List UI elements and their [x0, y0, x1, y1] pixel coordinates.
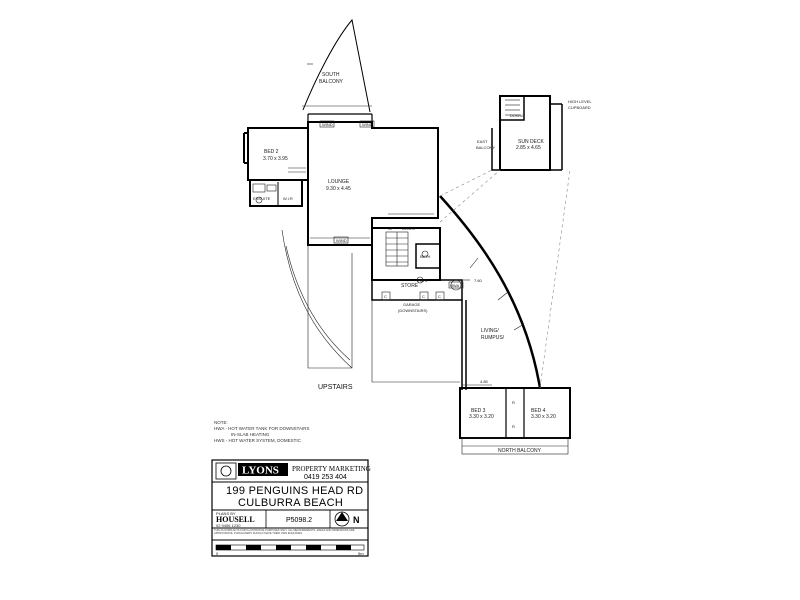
- living-label: RUMPUS/: [481, 335, 505, 341]
- cupboard-box: [419, 291, 429, 301]
- plan-number: P5098.2: [286, 517, 312, 524]
- north-label: N: [353, 515, 360, 525]
- robe-label: R: [512, 400, 515, 405]
- window-tag: WIND: [362, 122, 373, 127]
- logo-emblem-icon: [220, 465, 232, 477]
- downstairs-outline: [307, 245, 467, 390]
- bed3-label: BED 3: [471, 408, 486, 414]
- notes-line: HWA - HOT WATER TANK FOR DOWNSTAIRS: [214, 426, 310, 431]
- wir-label: W.I.R: [283, 196, 293, 201]
- bed4-label: BED 4: [531, 408, 546, 414]
- store-label: STORE: [401, 283, 419, 289]
- notes-line: IN-SLAB HEATING: [231, 432, 270, 437]
- living-curve: [439, 195, 542, 389]
- cupboard-label: C: [422, 294, 425, 299]
- cupboard-label: C: [384, 294, 387, 299]
- left-curve: [281, 229, 353, 369]
- dimension-label: 4.85: [480, 379, 489, 384]
- stair-down-label: DOWN: [510, 113, 523, 118]
- living-label: LIVING/: [481, 328, 499, 334]
- window-tag: WIND: [322, 122, 333, 127]
- stair-core: [371, 227, 463, 301]
- window-tag-box: [333, 236, 349, 244]
- sun-deck-dimensions: 2.85 x 4.65: [516, 145, 541, 151]
- disclaimer: THIS FLOORPLAN IS FOR ILLUSTRATIVE PURPO…: [214, 529, 355, 535]
- bed2-dimensions: 3.70 x 3.95: [263, 156, 288, 162]
- cupboard-box: [381, 291, 391, 301]
- notes-title: NOTE:: [214, 420, 228, 425]
- sun-deck-area: [491, 95, 563, 171]
- hwa-tag: HWA: [450, 283, 460, 288]
- bed4-dimensions: 3.30 x 3.20: [531, 414, 556, 420]
- south-balcony-label: SOUTH: [322, 72, 340, 78]
- south-balcony-label: BALCONY: [319, 79, 344, 85]
- scale-bar: 0 5m: [215, 544, 365, 556]
- plans-by-label: PLANS BY: [216, 511, 236, 516]
- dimension-label: 7.60: [474, 278, 483, 283]
- north-arrow-icon: [336, 512, 348, 521]
- upstairs-label: UPSTAIRS: [318, 384, 353, 391]
- address-line1: 199 PENGUINS HEAD RD: [226, 485, 363, 497]
- north-balcony-label: NORTH BALCONY: [498, 448, 542, 454]
- hws-label: HWS: [418, 278, 428, 283]
- scale-label-start: 0: [216, 551, 219, 556]
- ensuite-label: ENSUITE: [253, 196, 271, 201]
- sun-deck-label: SUN DECK: [518, 139, 545, 145]
- drafter-phone: 02 9456 1230: [216, 523, 241, 528]
- bed3-dimensions: 3.30 x 3.20: [469, 414, 494, 420]
- scale-label-end: 5m: [358, 551, 364, 556]
- cupboard-box: [435, 291, 445, 301]
- cupboard-label: C: [438, 294, 441, 299]
- projection-lines: [439, 169, 571, 389]
- robe-label: R: [512, 424, 515, 429]
- high-level-cupboard-label: CUPBOARD: [568, 105, 591, 110]
- window-tag-box: [448, 281, 464, 289]
- window-tag-box: [359, 120, 375, 128]
- window-tag: WIND: [336, 238, 347, 243]
- logo-text: LYONS: [242, 465, 279, 477]
- drafter-name: HOUSELL: [216, 515, 255, 524]
- logo-badge: [238, 463, 288, 476]
- tagline: PROPERTY MARKETING: [292, 465, 371, 473]
- stair-down-label: DOWN: [402, 226, 415, 231]
- east-balcony-label: EAST: [477, 139, 488, 144]
- bath-label: BATH: [420, 254, 430, 259]
- garage-label: GARAGE: [403, 302, 420, 307]
- window-tag-box: [319, 120, 335, 128]
- south-balcony: [302, 18, 372, 113]
- lounge: [307, 113, 439, 246]
- bed3-bed4-wing: [459, 387, 571, 455]
- logo-emblem: [215, 462, 237, 480]
- bed2-wing: [243, 127, 309, 207]
- notes-line: HWS - HOT WATER SYSTEM, DOMESTIC: [214, 438, 302, 443]
- title-block: LYONS PROPERTY MARKETING 0419 253 404 19…: [211, 459, 371, 557]
- high-level-cupboard-label: HIGH LEVEL: [568, 99, 592, 104]
- garage-label: (DOWNSTAIRS): [398, 308, 428, 313]
- address-line2: CULBURRA BEACH: [238, 497, 343, 509]
- bed2-label: BED 2: [264, 149, 279, 155]
- east-balcony-label: BALCONY: [476, 145, 495, 150]
- stair-up-label: UP: [388, 226, 394, 231]
- lounge-dimensions: 9.30 x 4.45: [326, 186, 351, 192]
- phone: 0419 253 404: [304, 474, 347, 481]
- lounge-label: LOUNGE: [328, 179, 350, 185]
